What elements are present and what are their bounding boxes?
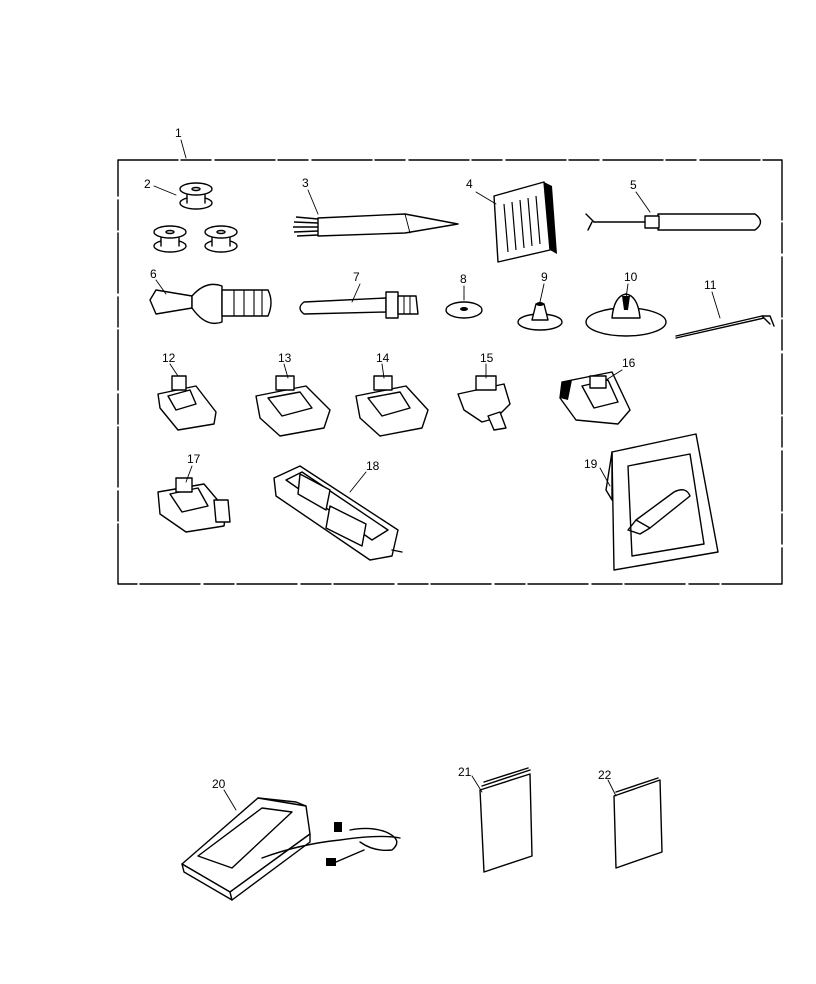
callout-18: 18 <box>366 459 380 473</box>
presser-foot-13: 13 <box>255 351 331 437</box>
callout-4: 4 <box>466 177 473 191</box>
callout-6: 6 <box>150 267 157 281</box>
instruction-sheet-19: 19 <box>584 433 719 571</box>
callout-3: 3 <box>302 176 309 190</box>
callout-21: 21 <box>458 765 472 779</box>
callout-1: 1 <box>175 126 182 140</box>
callout-19: 19 <box>584 457 598 471</box>
spool-cap-large: 10 <box>585 270 667 337</box>
zipper-foot-15: 15 <box>457 351 511 431</box>
callout-17: 17 <box>187 452 201 466</box>
presser-foot-14: 14 <box>355 351 429 437</box>
callout-9: 9 <box>541 270 548 284</box>
callout-2: 2 <box>144 177 151 191</box>
callout-13: 13 <box>278 351 292 365</box>
callout-10: 10 <box>624 270 638 284</box>
callout-12: 12 <box>162 351 176 365</box>
felt-washer: 8 <box>445 272 483 319</box>
needle-pack: 4 <box>466 177 557 263</box>
bobbins: 2 <box>144 177 238 253</box>
callout-22: 22 <box>598 768 612 782</box>
lint-brush: 3 <box>293 176 459 237</box>
foot-controller-20: 20 <box>181 777 401 901</box>
buttonhole-foot-18: 18 <box>273 459 403 561</box>
callout-16: 16 <box>622 356 636 370</box>
screwdriver: 6 <box>149 267 272 325</box>
booklet-22: 22 <box>598 768 663 869</box>
spool-pin: 7 <box>299 270 419 319</box>
callout-20: 20 <box>212 777 226 791</box>
callout-8: 8 <box>460 272 467 286</box>
callout-7: 7 <box>353 270 360 284</box>
callout-5: 5 <box>630 178 637 192</box>
instruction-book-21: 21 <box>458 765 533 873</box>
callout-15: 15 <box>480 351 494 365</box>
hex-wrench: 11 <box>675 278 775 339</box>
accessory-set-box: 1 <box>117 126 783 585</box>
presser-foot-16: 16 <box>559 356 636 425</box>
spool-cap-small: 9 <box>517 270 563 331</box>
presser-foot-12: 12 <box>157 351 217 431</box>
seam-ripper: 5 <box>585 178 762 231</box>
overcasting-foot-17: 17 <box>157 452 231 533</box>
callout-11: 11 <box>704 278 717 292</box>
callout-14: 14 <box>376 351 390 365</box>
